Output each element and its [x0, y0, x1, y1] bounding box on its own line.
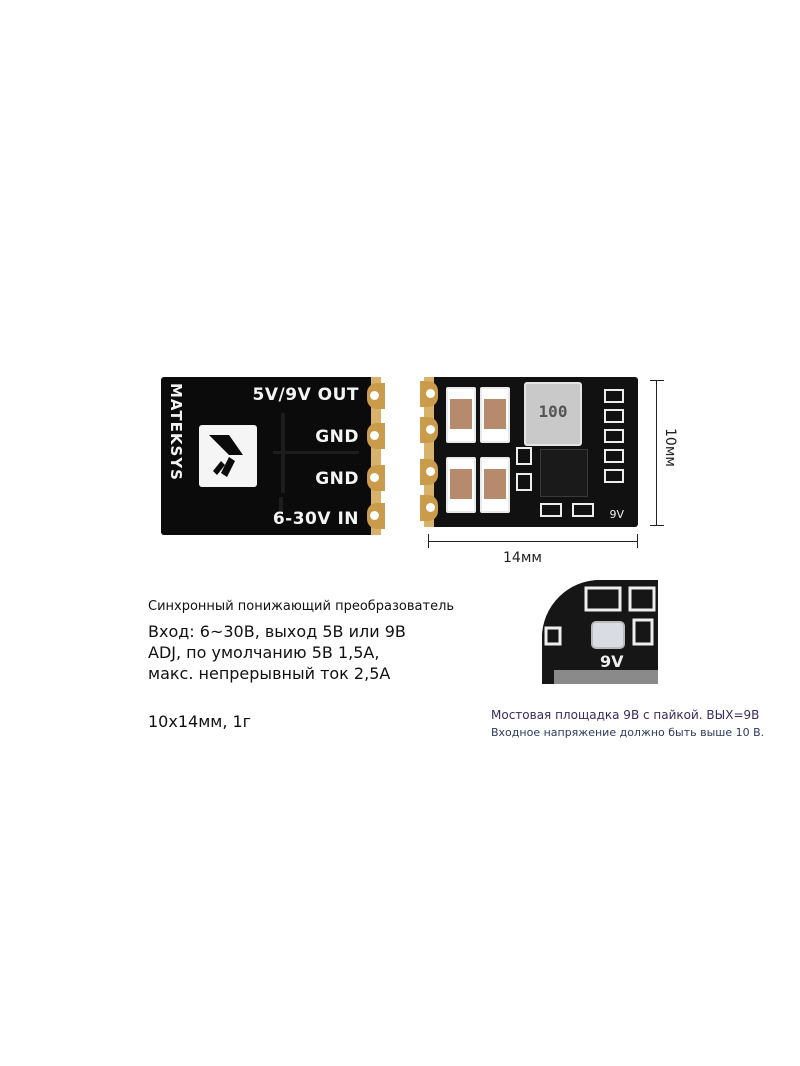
- smd-resistor: [516, 473, 532, 491]
- spec-line: ADJ, по умолчанию 5В 1,5А,: [148, 643, 380, 662]
- width-dimension-label: 14мм: [503, 550, 542, 566]
- pin-label-in: 6-30V IN: [272, 509, 359, 529]
- capacitor: [446, 387, 476, 443]
- smd-resistor: [604, 409, 624, 423]
- solder-pad: [420, 417, 438, 443]
- solder-pad: [367, 465, 385, 491]
- solder-pad: [420, 381, 438, 407]
- dimension-tick: [650, 380, 664, 381]
- capacitor: [480, 387, 510, 443]
- smd-resistor: [572, 503, 594, 517]
- zoom-silk-label: 9V: [600, 652, 624, 671]
- pin-label-gnd-1: GND: [315, 427, 359, 447]
- solder-pad: [420, 495, 438, 521]
- dimension-line-height: [656, 380, 657, 526]
- spec-line: Вход: 6~30В, выход 5В или 9В: [148, 622, 406, 641]
- regulator-chip: [540, 449, 588, 497]
- solder-bridge-note: Мостовая площадка 9В с пайкой. ВЫХ=9В: [491, 708, 760, 722]
- gold-edge: [424, 377, 434, 527]
- logo: [199, 425, 257, 487]
- product-title: Синхронный понижающий преобразователь: [148, 599, 455, 614]
- input-voltage-note: Входное напряжение должно быть выше 10 В…: [491, 726, 765, 739]
- brand-label: MATEKSYS: [167, 383, 185, 481]
- spec-line: макс. непрерывный ток 2,5А: [148, 664, 391, 683]
- smd-resistor: [604, 449, 624, 463]
- smd-resistor: [604, 429, 624, 443]
- solder-pad: [420, 459, 438, 485]
- solder-pad: [367, 383, 385, 409]
- smd-resistor: [540, 503, 562, 517]
- zoom-inset-photo: 9V: [542, 580, 658, 684]
- pcb-trace: [279, 497, 283, 511]
- inductor: 100: [524, 382, 582, 446]
- smd-resistor: [604, 469, 624, 483]
- dimension-tick: [650, 525, 664, 526]
- solder-pad: [367, 503, 385, 529]
- dimension-tick: [637, 534, 638, 548]
- pin-label-gnd-2: GND: [315, 469, 359, 489]
- dimension-tick: [428, 534, 429, 548]
- solder-pad: [367, 423, 385, 449]
- pcb-front-side: 100 9V: [420, 377, 638, 527]
- height-dimension-label: 10мм: [662, 428, 678, 467]
- smd-resistor: [604, 389, 624, 403]
- pin-label-out: 5V/9V OUT: [252, 385, 359, 405]
- inductor-marking: 100: [538, 402, 568, 421]
- smd-resistor: [516, 447, 532, 465]
- capacitor: [446, 457, 476, 513]
- size-weight-text: 10x14мм, 1г: [148, 712, 252, 731]
- gold-edge: [371, 377, 381, 535]
- pcb-back-side: MATEKSYS 5V/9V OUT GND GND 6-30V IN: [161, 377, 385, 535]
- capacitor: [480, 457, 510, 513]
- dimension-line-width: [428, 541, 638, 542]
- silk-label-9v: 9V: [609, 508, 624, 521]
- pcb-trace: [273, 451, 359, 454]
